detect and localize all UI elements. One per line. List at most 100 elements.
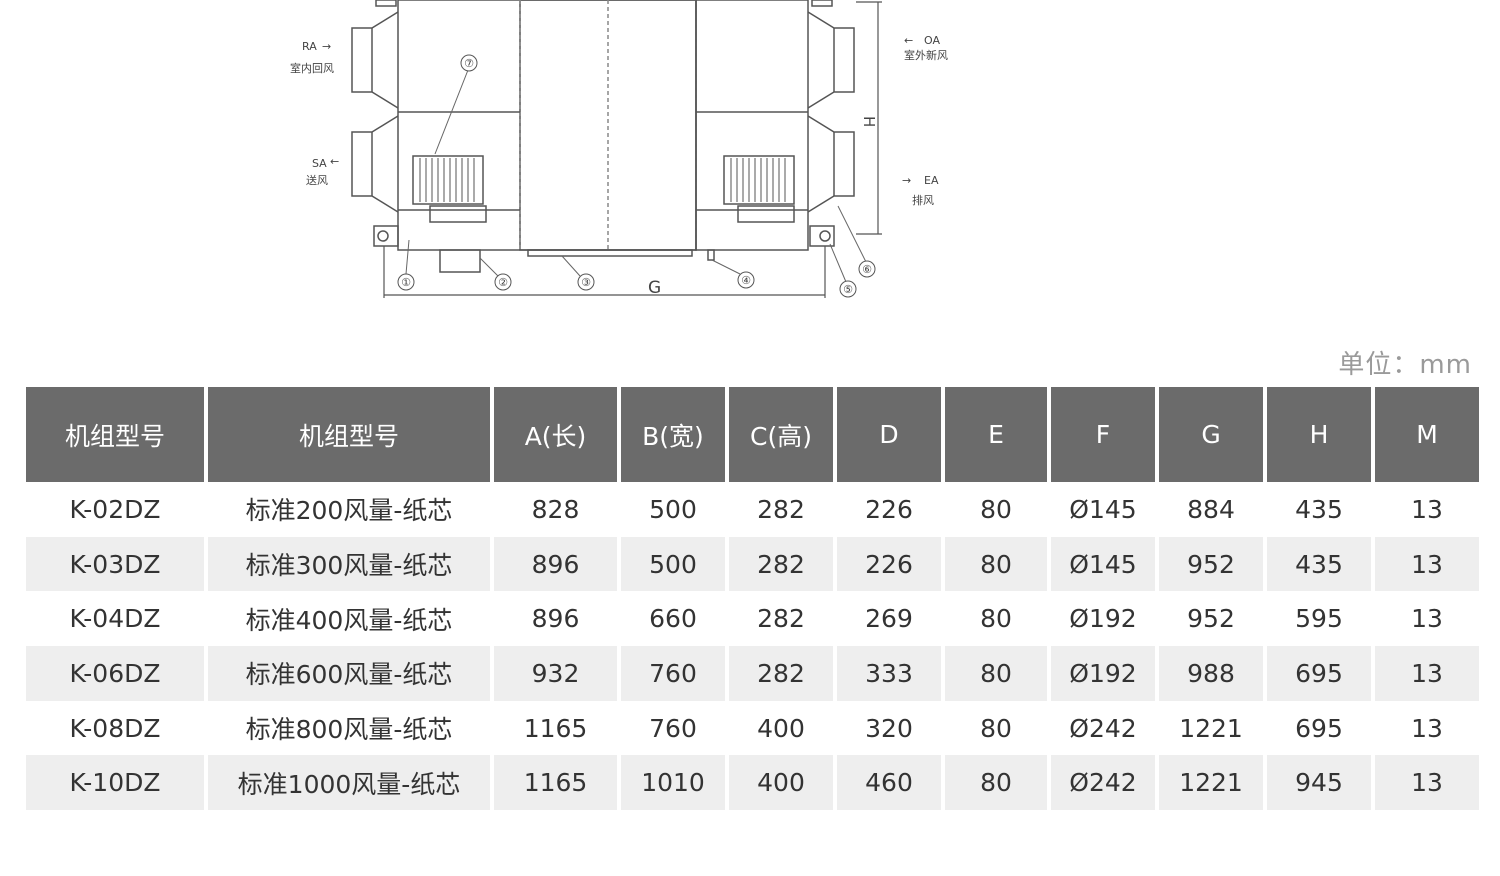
cell-g: 1221: [1159, 755, 1263, 811]
cell-c: 282: [729, 536, 833, 592]
cell-h: 435: [1267, 536, 1371, 592]
cell-b: 660: [621, 591, 725, 647]
label-oa: OA: [924, 34, 940, 47]
cell-h: 945: [1267, 755, 1371, 811]
label-ra-cn: 室内回风: [290, 61, 334, 75]
cell-m: 13: [1375, 536, 1479, 592]
header-d: D: [837, 387, 941, 482]
arrow-ea-icon: →: [902, 174, 911, 187]
cell-model: K-10DZ: [26, 755, 204, 811]
header-e: E: [945, 387, 1047, 482]
arrow-oa-icon: ←: [904, 34, 913, 47]
header-g: G: [1159, 387, 1263, 482]
cell-b: 760: [621, 646, 725, 701]
cell-model: K-08DZ: [26, 700, 204, 756]
cell-model: K-06DZ: [26, 646, 204, 701]
header-a: A(长): [494, 387, 617, 482]
label-ea: EA: [924, 174, 939, 187]
label-ea-cn: 排风: [912, 193, 934, 207]
label-ra: RA: [302, 40, 317, 53]
cell-g: 1221: [1159, 700, 1263, 756]
callout-7: ⑦: [464, 57, 474, 70]
callout-5: ⑤: [843, 283, 853, 296]
callout-4: ④: [741, 274, 751, 287]
header-model: 机组型号: [26, 387, 204, 482]
header-c: C(高): [729, 387, 833, 482]
cell-a: 828: [494, 482, 617, 537]
callout-2: ②: [498, 276, 508, 289]
cell-desc: 标准200风量-纸芯: [208, 482, 490, 537]
unit-casing: [397, 0, 697, 251]
dimension-label-h: H: [860, 116, 878, 127]
cell-d: 333: [837, 646, 941, 701]
table-row: K-06DZ 标准600风量-纸芯 932 760 282 333 80 Ø19…: [26, 646, 1479, 701]
cell-d: 226: [837, 536, 941, 592]
cell-h: 595: [1267, 591, 1371, 647]
label-sa: SA: [312, 157, 327, 170]
fan-left: [412, 155, 484, 205]
callout-6: ⑥: [862, 263, 872, 276]
table-row: K-08DZ 标准800风量-纸芯 1165 760 400 320 80 Ø2…: [26, 700, 1479, 756]
cell-desc: 标准300风量-纸芯: [208, 536, 490, 592]
control-box: [439, 249, 481, 273]
cell-e: 80: [945, 591, 1047, 647]
cell-a: 896: [494, 591, 617, 647]
arrow-sa-icon: ←: [330, 155, 339, 168]
cell-m: 13: [1375, 700, 1479, 756]
cell-g: 952: [1159, 536, 1263, 592]
cell-b: 500: [621, 536, 725, 592]
cell-c: 282: [729, 646, 833, 701]
table-header-row: 机组型号 机组型号 A(长) B(宽) C(高) D E F G H M: [26, 387, 1479, 482]
label-sa-cn: 送风: [306, 173, 328, 187]
callout-3: ③: [581, 276, 591, 289]
table-row: K-03DZ 标准300风量-纸芯 896 500 282 226 80 Ø14…: [26, 536, 1479, 592]
cell-g: 884: [1159, 482, 1263, 537]
cell-c: 282: [729, 482, 833, 537]
cell-model: K-04DZ: [26, 591, 204, 647]
table-row: K-02DZ 标准200风量-纸芯 828 500 282 226 80 Ø14…: [26, 482, 1479, 537]
cell-f: Ø145: [1051, 536, 1155, 592]
table-row: K-10DZ 标准1000风量-纸芯 1165 1010 400 460 80 …: [26, 755, 1479, 811]
drain-tray: [527, 249, 693, 257]
cell-model: K-03DZ: [26, 536, 204, 592]
cell-h: 695: [1267, 700, 1371, 756]
cell-c: 400: [729, 700, 833, 756]
header-model-desc: 机组型号: [208, 387, 490, 482]
cell-e: 80: [945, 536, 1047, 592]
cell-e: 80: [945, 646, 1047, 701]
header-f: F: [1051, 387, 1155, 482]
cell-g: 988: [1159, 646, 1263, 701]
cell-e: 80: [945, 700, 1047, 756]
cell-e: 80: [945, 482, 1047, 537]
cell-m: 13: [1375, 755, 1479, 811]
oa-duct-right: [807, 11, 855, 109]
cell-desc: 标准1000风量-纸芯: [208, 755, 490, 811]
header-h: H: [1267, 387, 1371, 482]
cell-d: 269: [837, 591, 941, 647]
cell-g: 952: [1159, 591, 1263, 647]
table-row: K-04DZ 标准400风量-纸芯 896 660 282 269 80 Ø19…: [26, 591, 1479, 647]
cell-c: 400: [729, 755, 833, 811]
cell-m: 13: [1375, 482, 1479, 537]
cell-desc: 标准600风量-纸芯: [208, 646, 490, 701]
unit-schematic-diagram: ① ② ③ ④ ⑤ ⑥ ⑦ RA → 室内回风 SA ← 送风 ← OA 室外新…: [290, 0, 948, 298]
cell-model: K-02DZ: [26, 482, 204, 537]
cell-h: 435: [1267, 482, 1371, 537]
hanging-bracket-left: [373, 225, 399, 247]
ra-duct-left: [351, 11, 399, 109]
cell-h: 695: [1267, 646, 1371, 701]
cell-a: 1165: [494, 755, 617, 811]
fan-right: [723, 155, 795, 205]
cell-b: 760: [621, 700, 725, 756]
cell-b: 500: [621, 482, 725, 537]
cell-d: 460: [837, 755, 941, 811]
cell-d: 320: [837, 700, 941, 756]
cell-f: Ø242: [1051, 755, 1155, 811]
cell-f: Ø192: [1051, 646, 1155, 701]
cell-a: 932: [494, 646, 617, 701]
label-oa-cn: 室外新风: [904, 48, 948, 62]
cell-f: Ø145: [1051, 482, 1155, 537]
sa-duct-left: [351, 115, 399, 213]
hanging-bracket-right: [809, 225, 835, 247]
header-m: M: [1375, 387, 1479, 482]
